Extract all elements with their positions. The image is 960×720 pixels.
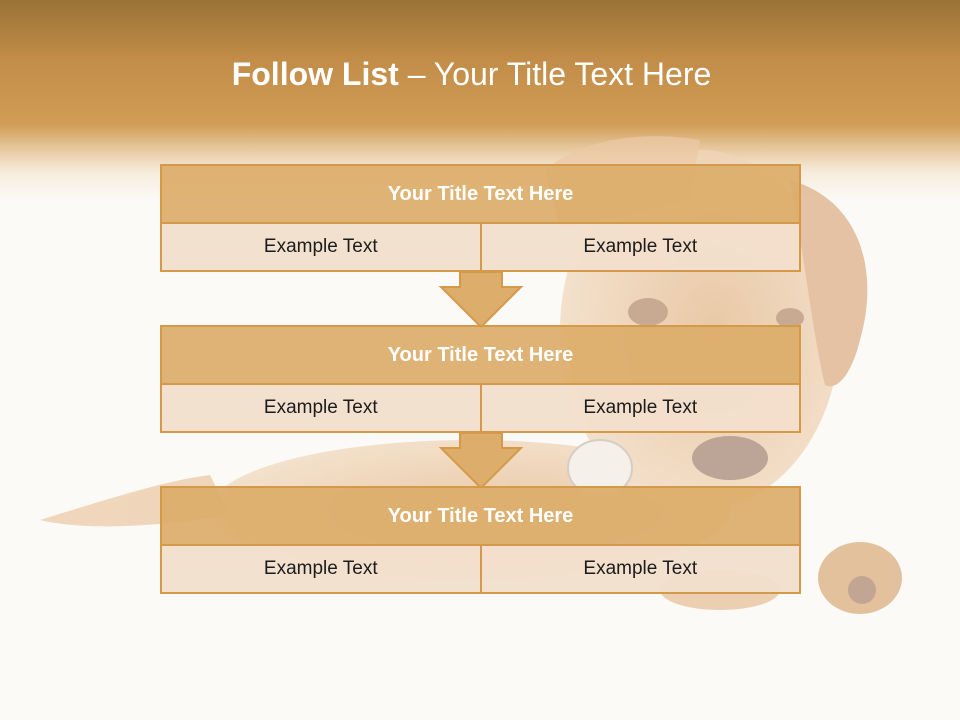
slide-title-rest: – Your Title Text Here: [398, 56, 712, 92]
step-box-3: Your Title Text Here Example Text Exampl…: [160, 486, 801, 594]
step-title: Your Title Text Here: [162, 488, 799, 546]
step-cell-right: Example Text: [479, 224, 800, 270]
step-title: Your Title Text Here: [162, 327, 799, 385]
step-box-1: Your Title Text Here Example Text Exampl…: [160, 164, 801, 272]
down-arrow-icon: [438, 432, 524, 490]
step-box-2: Your Title Text Here Example Text Exampl…: [160, 325, 801, 433]
step-cell-right: Example Text: [479, 385, 800, 431]
step-cell-right: Example Text: [479, 546, 800, 592]
step-title: Your Title Text Here: [162, 166, 799, 224]
step-row: Example Text Example Text: [162, 385, 799, 431]
step-cell-left: Example Text: [263, 558, 378, 579]
slide-title-bold: Follow List: [231, 56, 399, 92]
step-cell-left: Example Text: [263, 397, 378, 418]
step-row: Example Text Example Text: [162, 224, 799, 270]
step-row: Example Text Example Text: [162, 546, 799, 592]
slide-title: Follow List – Your Title Text Here: [0, 56, 943, 93]
step-cell-left: Example Text: [263, 236, 378, 257]
down-arrow-icon: [438, 271, 524, 329]
